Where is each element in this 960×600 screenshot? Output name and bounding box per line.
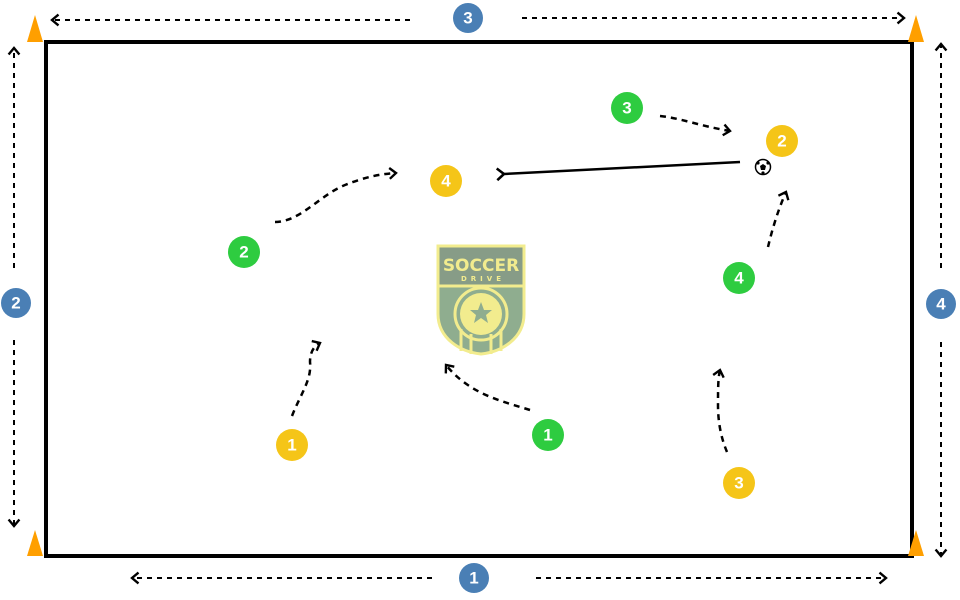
pass-line xyxy=(495,160,741,182)
player-green-3: 3 xyxy=(611,92,643,124)
marker-blue-1: 1 xyxy=(459,563,489,593)
player-yellow-1: 1 xyxy=(276,429,308,461)
marker-blue-2: 2 xyxy=(1,288,31,318)
run-yellow-3 xyxy=(712,368,729,453)
player-green-1: 1 xyxy=(532,419,564,451)
player-yellow-4: 4 xyxy=(430,165,462,197)
svg-text:1: 1 xyxy=(543,426,552,445)
run-yellow-1 xyxy=(290,339,322,417)
run-green-2 xyxy=(274,167,398,224)
cone-top-left xyxy=(27,15,43,42)
logo-text-soccer: SOCCER xyxy=(443,256,519,276)
svg-text:4: 4 xyxy=(936,295,946,314)
player-green-4: 4 xyxy=(723,262,755,294)
run-green-3 xyxy=(659,114,732,137)
player-green-2: 2 xyxy=(228,236,260,268)
marker-blue-4: 4 xyxy=(926,289,956,319)
svg-text:2: 2 xyxy=(777,132,786,151)
svg-text:1: 1 xyxy=(287,436,296,455)
marker-blue-3: 3 xyxy=(453,3,483,33)
cone-top-right xyxy=(908,15,924,42)
cone-bottom-left xyxy=(27,530,43,556)
svg-text:4: 4 xyxy=(441,172,451,191)
run-green-1 xyxy=(444,363,531,412)
svg-text:4: 4 xyxy=(734,269,744,288)
run-green-4 xyxy=(766,190,790,248)
player-yellow-3: 3 xyxy=(723,467,755,499)
svg-text:2: 2 xyxy=(239,243,248,262)
cone-bottom-right xyxy=(908,530,924,556)
svg-text:3: 3 xyxy=(622,99,631,118)
soccer-drive-logo: SOCCER DRIVE xyxy=(436,244,526,356)
svg-text:3: 3 xyxy=(734,474,743,493)
svg-text:1: 1 xyxy=(469,569,478,588)
player-yellow-2: 2 xyxy=(766,125,798,157)
svg-text:3: 3 xyxy=(463,9,472,28)
soccer-ball-icon xyxy=(754,158,772,176)
logo-text-drive: DRIVE xyxy=(461,275,505,283)
svg-text:2: 2 xyxy=(11,294,20,313)
